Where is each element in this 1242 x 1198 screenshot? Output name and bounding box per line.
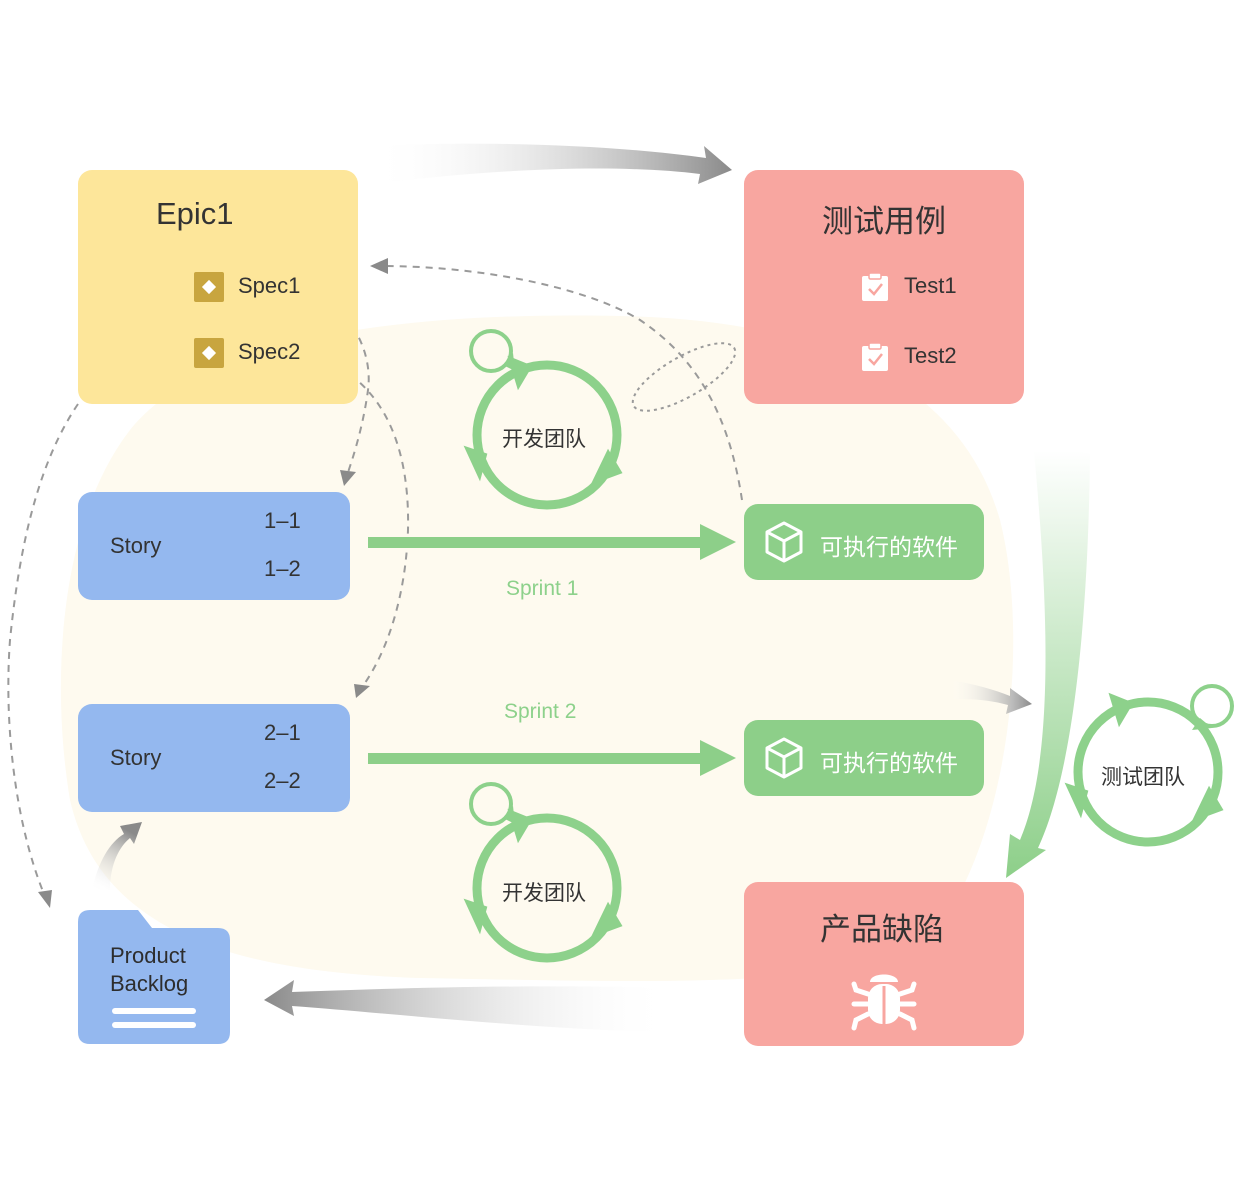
story2-item1: 2–1 <box>264 720 301 745</box>
test-team-label: 测试团队 <box>1101 766 1185 789</box>
story1-item2: 1–2 <box>264 556 301 581</box>
sprint1-arrow-head <box>700 524 736 560</box>
bug-icon <box>851 974 917 1031</box>
backlog-to-story-arrow <box>92 822 142 890</box>
dev-team-label-1: 开发团队 <box>502 428 586 451</box>
background-blob <box>60 315 1014 982</box>
software2-package-icon <box>765 737 803 779</box>
dev-team-label-2: 开发团队 <box>502 882 586 905</box>
test-cases-title: 测试用例 <box>822 204 946 239</box>
dash-spec2-story2 <box>315 355 410 691</box>
story1-item1: 1–1 <box>264 508 301 533</box>
defects-title: 产品缺陷 <box>820 912 944 947</box>
story2-card[interactable] <box>78 704 350 812</box>
test1-label: Test1 <box>904 273 957 298</box>
spec2-label: Spec2 <box>238 339 301 364</box>
story1-label: Story <box>110 533 162 558</box>
dash-arrowhead-story2 <box>354 684 370 698</box>
dash-arrowhead-backlog <box>38 890 52 908</box>
small-gray-arrow <box>950 680 1032 714</box>
dash-arrowhead-epic <box>370 258 388 274</box>
software1-package-icon <box>765 521 803 563</box>
test2-clipboard-icon <box>862 342 888 371</box>
story2-item2: 2–2 <box>264 768 301 793</box>
spec1-label: Spec1 <box>238 273 301 298</box>
spec2-diamond-icon <box>194 338 224 368</box>
test1-clipboard-icon <box>862 272 888 301</box>
product-backlog-folder[interactable] <box>78 910 230 1044</box>
sprint2-label: Sprint 2 <box>504 700 577 723</box>
epic-title: Epic1 <box>156 196 234 231</box>
story1-card[interactable] <box>78 492 350 600</box>
backlog-label-line2: Backlog <box>110 971 189 996</box>
top-gray-arrow <box>372 143 732 184</box>
backlog-label-line1: Product <box>110 943 186 968</box>
dash-epic-to-backlog <box>7 403 79 895</box>
green-down-arrow <box>1006 450 1090 878</box>
software1-label: 可执行的软件 <box>820 534 958 560</box>
spec1-diamond-icon <box>194 272 224 302</box>
sprint2-arrow-head <box>700 740 736 776</box>
sprint1-label: Sprint 1 <box>506 577 579 600</box>
test2-label: Test2 <box>904 343 957 368</box>
dash-test-to-epic <box>381 265 743 501</box>
sprint1-arrow-shaft <box>368 537 704 548</box>
story2-label: Story <box>110 745 162 770</box>
dash-ellipse <box>631 342 737 412</box>
sprint2-arrow-shaft <box>368 753 704 764</box>
software2-label: 可执行的软件 <box>820 750 958 776</box>
dash-arrowhead-story1 <box>340 470 356 486</box>
bottom-gray-arrow <box>264 980 672 1032</box>
